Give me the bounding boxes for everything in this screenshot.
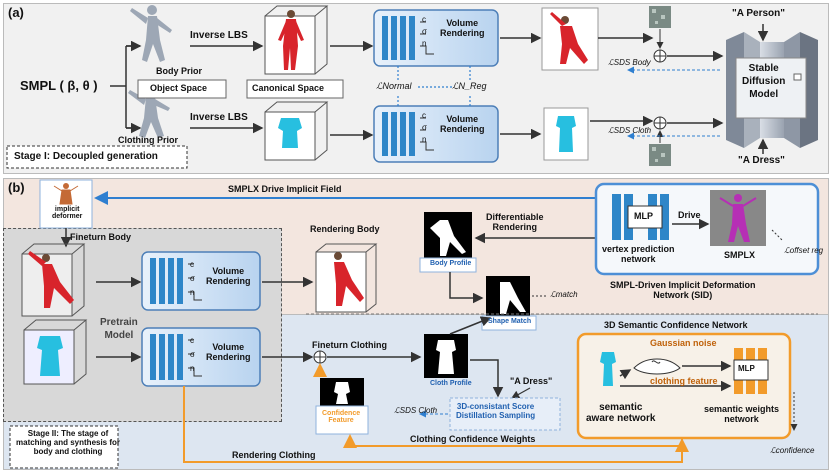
implicit-deformer-label: implicit deformer [52,206,83,220]
loss-normal: ℒNormal [376,81,412,91]
cloth-profile-label: Cloth Profile [430,380,472,387]
sid-title: SMPL-Driven Implicit Deformation Network… [610,280,756,300]
inverse-lbs-2: Inverse LBS [190,112,248,123]
loss-confidence: ℒconfidence [770,446,815,455]
gaussian-noise-label: Gaussian noise [650,338,717,348]
smpl-label: SMPL ( β, θ ) [20,78,98,93]
rendering-body-label: Rendering Body [310,224,380,234]
loss-nreg: ℒN_Reg [452,81,487,91]
volume-rendering-b1: Volume Rendering [206,266,251,286]
stage-one-box [6,145,188,169]
clothing-feature-label: clothing feature [650,376,718,386]
implicit-deformer-figure [53,183,79,205]
sds-box [449,397,561,431]
loss-offset: ℒoffset reg [784,246,824,255]
body-figure-b [28,251,74,308]
score-distillation-label: 3D-consistant Score Distillation Samplin… [456,402,536,420]
rendered-body-a [541,7,599,71]
volume-rendering-a1: Volume Rendering [440,18,485,38]
semantic-aware-label: semantic aware network [586,402,656,424]
loss-sds-cloth-b: ℒSDS Cloth [394,406,438,415]
fineturn-body-label: Fineturn Body [70,232,131,242]
rendering-clothing-label: Rendering Clothing [232,450,316,460]
canonical-dress-cyan [278,118,302,148]
body-profile-label: Body Profile [430,260,472,267]
prompt-dress-a: "A Dress" [738,155,785,166]
smplx-label: SMPLX [724,250,756,260]
shape-match-label: Shape Match [488,318,532,325]
clothing-confidence-weights-label: Clothing Confidence Weights [410,434,536,444]
semantic-weights-label: semantic weights network [704,404,780,424]
object-space-label: Object Space [150,83,208,93]
canonical-space-label: Canonical Space [252,83,325,93]
stable-diffusion-model [726,32,818,148]
body-prior-figure [130,5,172,62]
loss-sds-body-a: ℒSDS Body [608,58,651,67]
body-prior-label: Body Prior [156,66,203,76]
a-dress-label-b: "A Dress" [510,376,553,386]
prompt-person: "A Person" [732,8,786,19]
mlp-bars-a [382,16,415,156]
mlp-label-sid: MLP [634,211,653,221]
confidence-network-title: 3D Semantic Confidence Network [604,320,748,330]
rendered-body-figure-a [550,12,588,64]
loss-match: ℒmatch [550,290,578,299]
stable-diffusion-label: Stable Diffusion Model [742,63,786,100]
vertex-prediction-label: vertex prediction network [602,244,675,264]
mlp-label-confidence: MLP [738,364,755,373]
panel-b-label: (b) [8,180,25,195]
clothing-prior-label: Clothing Prior [118,135,178,145]
loss-sds-cloth-a: ℒSDS Cloth [608,126,652,135]
volume-rendering-a2: Volume Rendering [440,114,485,134]
differentiable-rendering-label: Differentiable Rendering [486,212,544,232]
body-person-red [278,10,304,70]
panel-a-label: (a) [8,5,24,20]
smplx-drive-label: SMPLX Drive Implicit Field [228,184,342,194]
object-space-box [137,79,227,99]
drive-label: Drive [678,210,701,220]
stage-two-label: Stage II: The stage of matching and synt… [16,429,121,456]
fineturn-clothing-label: Fineturn Clothing [312,340,387,350]
canonical-space-box [246,79,344,99]
confidence-feature-label: Confidence Feature [322,410,361,424]
volume-rendering-b2: Volume Rendering [206,342,251,362]
stage-one-label: Stage I: Decoupled generation [14,151,158,162]
pretrain-model-label: Pretrain Model [100,317,138,341]
inverse-lbs-1: Inverse LBS [190,30,248,41]
stage-two-box [9,425,119,469]
